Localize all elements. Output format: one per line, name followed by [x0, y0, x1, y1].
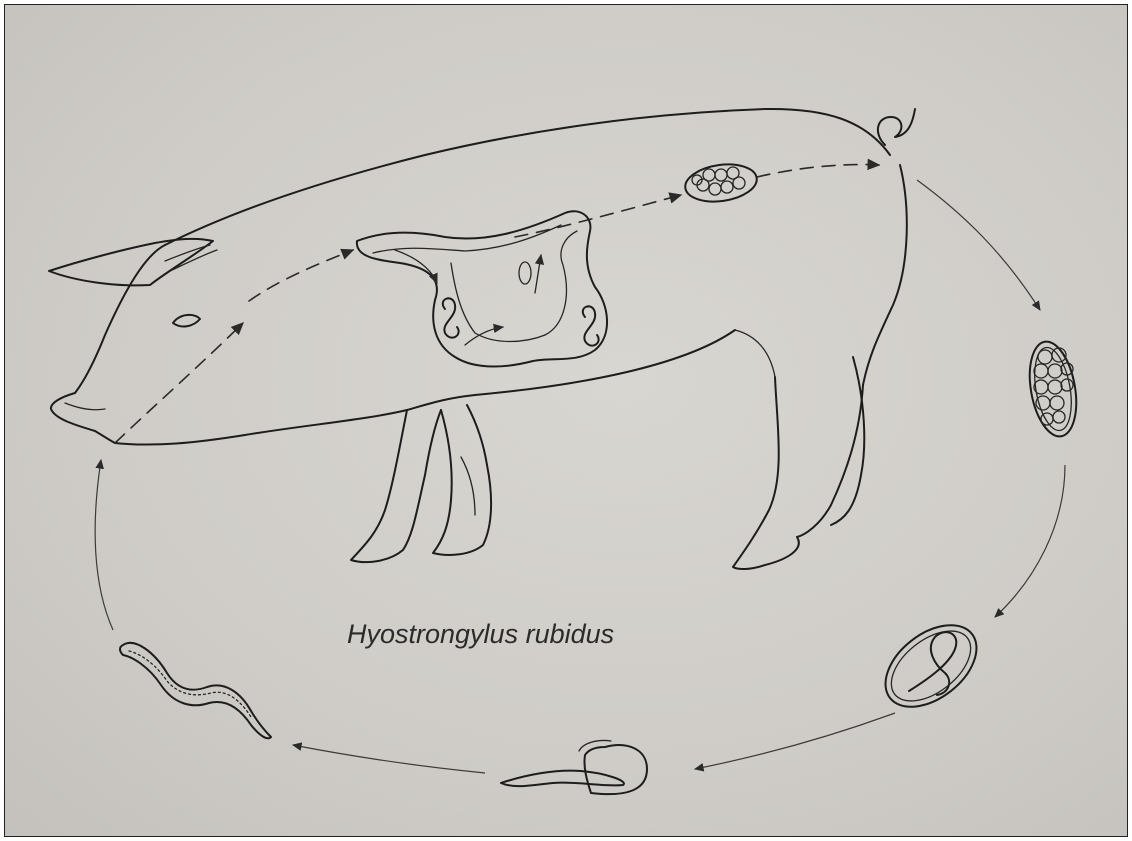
- pig-tail: [878, 109, 915, 145]
- egg-embryonated: [870, 609, 991, 723]
- egg-morula: [1023, 338, 1083, 440]
- pig-belly: [407, 330, 735, 410]
- pig-eye: [173, 315, 200, 327]
- life-cycle-diagram: Hyostrongylus rubidus: [4, 4, 1128, 837]
- pig-back: [165, 109, 890, 245]
- pig-front-leg-2: [433, 405, 491, 555]
- hatching-larva: [501, 740, 647, 794]
- infective-larva: [120, 643, 271, 738]
- pig-jaw: [115, 410, 407, 445]
- diagram-canvas: [5, 5, 1128, 837]
- pig-rump: [863, 165, 907, 385]
- pig-back-leg: [733, 377, 863, 569]
- stomach-drawing: [357, 211, 607, 366]
- pig-drawing: [49, 109, 915, 569]
- internal-path: [115, 165, 879, 443]
- species-label: Hyostrongylus rubidus: [347, 619, 614, 650]
- pig-front-leg-1: [351, 410, 441, 562]
- egg-in-intestine: [683, 160, 759, 206]
